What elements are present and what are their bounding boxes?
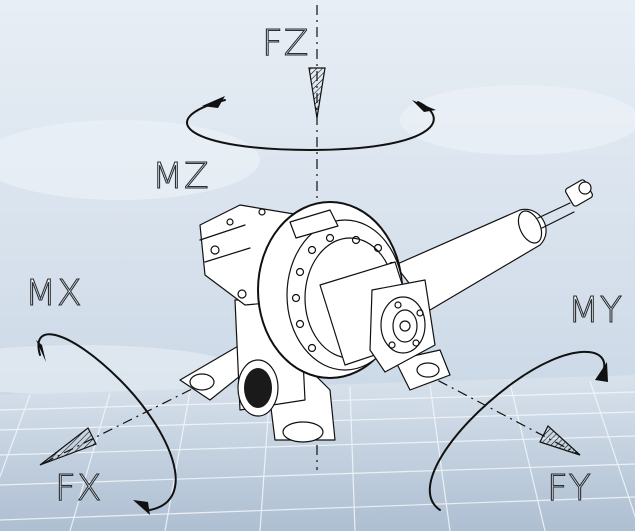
mz-label: MZ bbox=[152, 156, 210, 197]
fx-arrow-icon bbox=[39, 427, 97, 466]
fx-label: FX bbox=[55, 468, 102, 509]
nameplate-logo-icon bbox=[244, 368, 272, 408]
cloud-shapes bbox=[0, 85, 635, 395]
my-label: MY bbox=[568, 290, 623, 331]
x-axis-line bbox=[39, 359, 251, 466]
fz-label: FZ bbox=[262, 23, 309, 64]
mx-label: MX bbox=[25, 273, 83, 314]
motor-cylinder bbox=[394, 179, 594, 311]
output-hub bbox=[319, 261, 436, 373]
slewing-drive-device-icon bbox=[179, 179, 594, 443]
fz-arrow-icon bbox=[308, 67, 326, 119]
fy-arrow-icon bbox=[539, 425, 581, 456]
mx-moment-arrow-icon bbox=[36, 333, 177, 515]
mz-moment-arrow-icon bbox=[186, 96, 436, 151]
my-moment-arrow-icon bbox=[428, 350, 608, 511]
fy-label: FY bbox=[547, 468, 592, 509]
